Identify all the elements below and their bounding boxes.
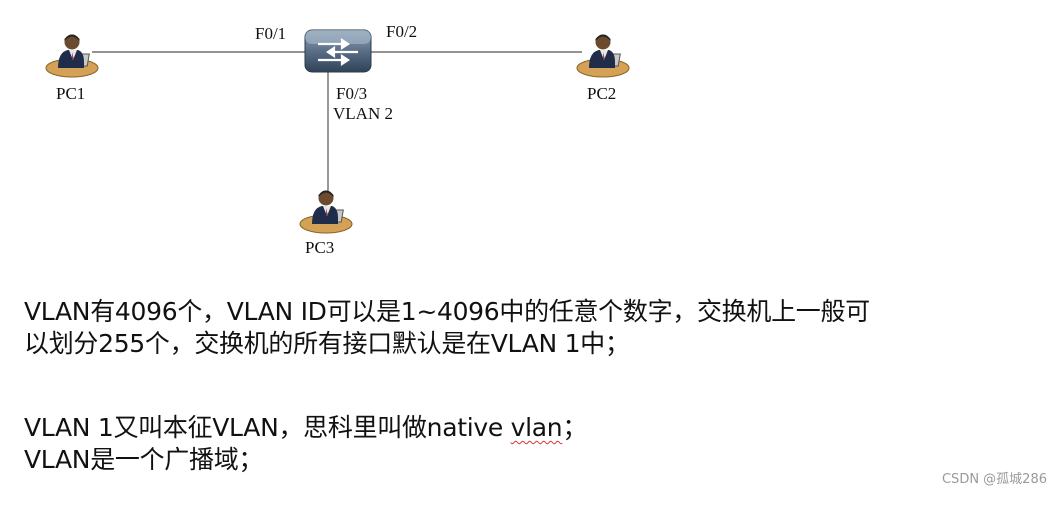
note-text: VLAN 1又叫本征VLAN，思科里叫做native: [24, 413, 511, 442]
note-paragraph-1: VLAN有4096个，VLAN ID可以是1~4096中的任意个数字，交换机上一…: [24, 296, 870, 360]
note-line: VLAN有4096个，VLAN ID可以是1~4096中的任意个数字，交换机上一…: [24, 297, 870, 326]
pc1-label: PC1: [56, 84, 86, 103]
pc1-icon: [45, 34, 99, 78]
note-paragraph-2: VLAN 1又叫本征VLAN，思科里叫做native vlan； VLAN是一个…: [24, 412, 587, 476]
note-text: ；: [562, 413, 588, 442]
watermark: CSDN @孤城286: [941, 472, 1047, 487]
pc2-icon: [576, 34, 630, 78]
spellcheck-word: vlan: [510, 413, 563, 442]
pc3-label: PC3: [305, 238, 335, 257]
port-label-f01: F0/1: [255, 24, 287, 43]
pc2-label: PC2: [587, 84, 617, 103]
note-line: VLAN是一个广播域；: [24, 445, 264, 474]
network-topology: F0/1 F0/2 F0/3 VLAN 2 PC1 PC2 PC3: [45, 22, 630, 257]
note-line: VLAN 1又叫本征VLAN，思科里叫做native vlan；: [24, 412, 587, 444]
note-line: 以划分255个，交换机的所有接口默认是在VLAN 1中；: [24, 329, 630, 358]
port-label-f02: F0/2: [386, 22, 418, 41]
port-label-f03: F0/3: [336, 84, 368, 103]
switch-icon: [304, 29, 372, 73]
port-label-f03-vlan: VLAN 2: [333, 104, 393, 123]
pc3-icon: [299, 190, 353, 234]
topology-canvas: [45, 29, 630, 234]
